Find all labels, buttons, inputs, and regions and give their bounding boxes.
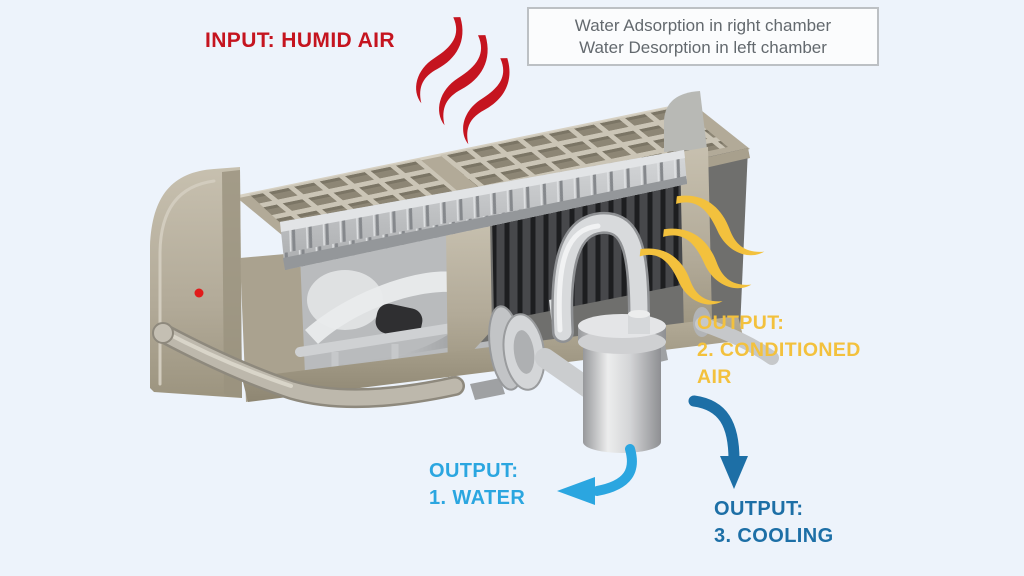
output-water-line-2: 1. WATER <box>429 487 526 509</box>
output-water-line-1: OUTPUT: <box>429 460 519 482</box>
output-water-label: OUTPUT: 1. WATER <box>429 458 525 512</box>
chamber-divider <box>446 220 492 378</box>
grille-panel-right <box>440 106 728 197</box>
right-end-cap <box>664 91 707 152</box>
output-cooling-line-1: OUTPUT: <box>714 498 804 520</box>
pump-assembly <box>488 295 598 398</box>
output-conditioned-line-1: OUTPUT: <box>697 312 785 334</box>
cooling-output-arrow-icon <box>688 395 748 489</box>
lid-fitting <box>628 314 650 334</box>
water-output-arrow-icon <box>557 444 637 505</box>
info-line-2: Water Desorption in left chamber <box>579 37 827 57</box>
output-cooling-label: OUTPUT: 3. COOLING <box>714 496 834 550</box>
info-line-1: Water Adsorption in right chamber <box>574 15 832 35</box>
output-conditioned-air-label: OUTPUT: 2. CONDITIONED AIR <box>697 310 861 391</box>
input-humid-air-text: INPUT: HUMID AIR <box>205 29 395 52</box>
red-indicator-dot <box>194 288 204 298</box>
info-box: Water Adsorption in right chamber Water … <box>527 7 879 66</box>
device-unit <box>150 91 779 453</box>
humid-air-flow-icon <box>408 11 518 149</box>
input-humid-air-label: INPUT: HUMID AIR <box>205 28 395 54</box>
output-conditioned-line-2: 2. CONDITIONED <box>697 339 861 361</box>
water-container <box>578 310 666 453</box>
output-cooling-line-2: 3. COOLING <box>714 525 834 547</box>
output-conditioned-line-3: AIR <box>697 366 732 388</box>
foot-bracket <box>470 378 505 400</box>
elbow-pipe <box>535 348 598 398</box>
louver-panel <box>280 150 687 270</box>
right-elbow-pipe <box>693 307 779 365</box>
left-chamber <box>295 224 524 390</box>
u-pipe <box>551 211 650 343</box>
bottom-pipe <box>152 322 465 409</box>
